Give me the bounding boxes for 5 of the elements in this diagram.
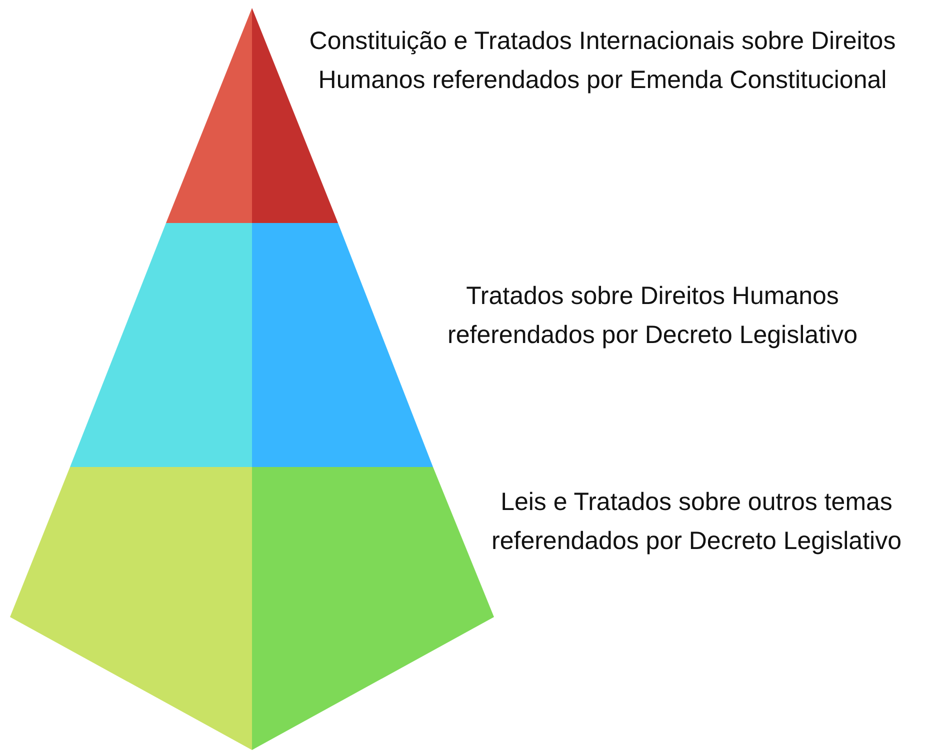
tier-caption: Tratados sobre Direitos Humanos referendados por Decreto Legislativo (446, 281, 858, 351)
pyramid-tier (10, 467, 494, 750)
tier-caption: Leis e Tratados sobre outros temas referendados por Decreto Legislativo (490, 487, 902, 557)
pyramid-tier (70, 223, 433, 467)
tier-caption: Constituição e Tratados Internacionais sobre Direitos Humanos referendados por Emenda Constitucional (308, 26, 897, 96)
